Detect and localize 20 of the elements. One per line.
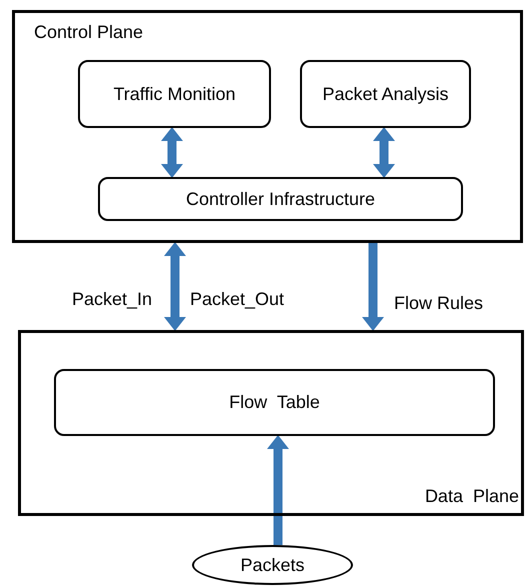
control-plane-box: [12, 10, 523, 243]
arrow: [267, 435, 289, 545]
arrow: [373, 127, 395, 178]
node-label: Controller Infrastructure: [186, 188, 376, 210]
input-ellipse: [192, 545, 353, 585]
node-label: Packet Analysis: [322, 84, 449, 104]
node-label: Control Plane: [34, 22, 144, 43]
arrow: [164, 242, 186, 331]
process-box: [98, 177, 463, 221]
node-label: Traffic Monition: [113, 84, 236, 104]
node-label: Packets: [240, 554, 305, 576]
process-box: [78, 60, 271, 128]
node-label: Data Plane: [424, 486, 519, 507]
arrow-label: Packet_Out: [188, 289, 286, 310]
process-box: [300, 60, 471, 128]
arrow: [362, 243, 384, 331]
arrow: [161, 127, 183, 178]
data-plane-box: [18, 330, 524, 516]
node-label: Flow Table: [229, 392, 320, 413]
process-box: [54, 369, 495, 436]
